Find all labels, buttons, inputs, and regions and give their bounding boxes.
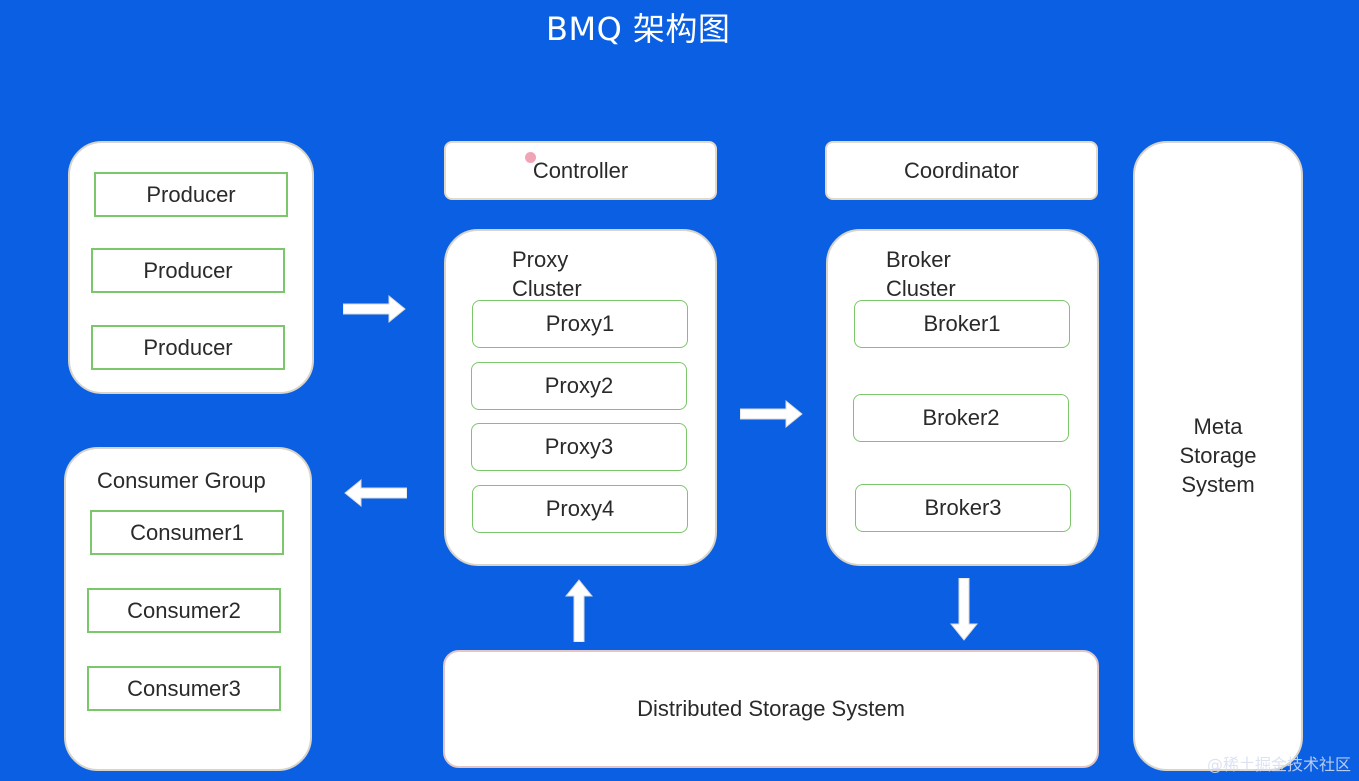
proxy-box: Proxy3 [471,423,687,471]
arrow-up-icon [565,579,593,642]
producer-box: Producer [94,172,288,217]
arrow-left-icon [344,479,407,507]
broker-cluster-label-line2: Cluster [886,276,956,301]
broker-box: Broker1 [854,300,1070,348]
producer-box: Producer [91,325,285,370]
mouse-pointer-marker [525,152,536,163]
proxy-box: Proxy1 [472,300,688,348]
watermark: @稀土掘金技术社区 [1206,755,1351,774]
producer-box: Producer [91,248,285,293]
coordinator-box: Coordinator [825,141,1098,200]
consumer-group-label: Consumer Group [97,468,266,493]
broker-box: Broker2 [853,394,1069,442]
proxy-cluster-label-line2: Cluster [512,276,582,301]
meta-storage-line3: System [1181,471,1255,497]
meta-storage-line1: Meta [1193,413,1243,439]
arrow-right-icon [740,400,803,428]
arrow-right-icon [343,295,406,323]
consumer-box: Consumer2 [87,588,281,633]
proxy-box: Proxy4 [472,485,688,533]
proxy-box: Proxy2 [471,362,687,410]
meta-storage-line2: Storage [1179,442,1257,468]
broker-box: Broker3 [855,484,1071,532]
arrow-down-icon [950,578,978,641]
controller-box: Controller [444,141,717,200]
proxy-cluster-label-line1: Proxy [512,247,569,272]
meta-storage-label: Meta Storage System [1133,410,1303,500]
meta-storage-panel [1133,141,1303,771]
consumer-box: Consumer3 [87,666,281,711]
consumer-box: Consumer1 [90,510,284,555]
distributed-storage-box: Distributed Storage System [443,650,1099,768]
diagram-title: BMQ 架构图 [546,10,731,48]
broker-cluster-label-line1: Broker [886,247,951,272]
